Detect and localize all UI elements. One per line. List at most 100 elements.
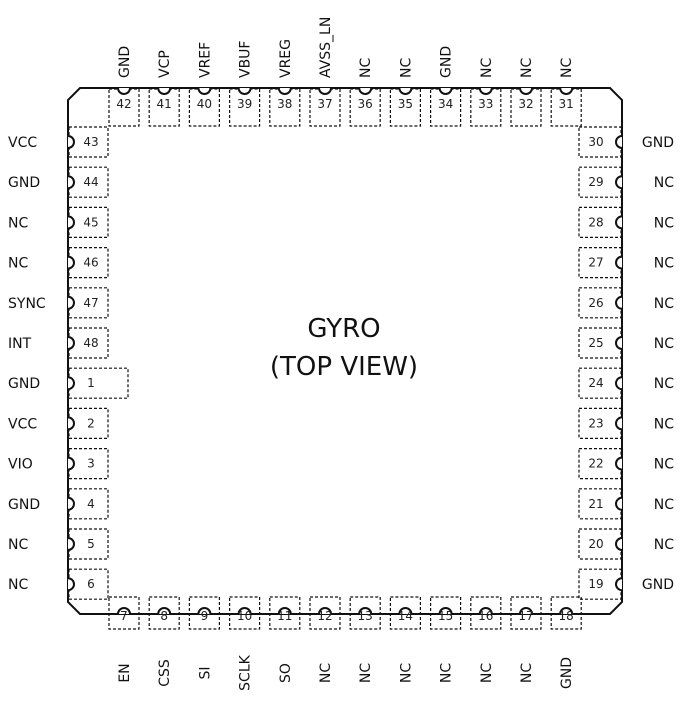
pin-label: GND [117, 46, 133, 78]
pin-number: 5 [87, 537, 95, 551]
pin-label: NC [8, 256, 28, 272]
pin-number: 48 [83, 336, 98, 350]
chip-subtitle: (TOP VIEW) [270, 352, 418, 382]
pin-label: GND [642, 577, 674, 593]
pin-13-pad [349, 596, 381, 630]
pin-12-notch [318, 607, 332, 615]
pin-40-notch [197, 87, 212, 95]
pin-number: 17 [518, 609, 533, 623]
pin-8-pad [148, 596, 180, 630]
pin-9-notch [197, 607, 212, 615]
package-outline [67, 87, 623, 615]
pin-20-notch [615, 537, 623, 551]
pin-number: 16 [478, 609, 493, 623]
pin-label: VCP [157, 50, 173, 78]
pin-16-notch [478, 607, 493, 615]
pin-label: VREF [197, 42, 213, 78]
pin-label: NC [654, 497, 674, 513]
pin-2-notch [67, 416, 75, 431]
pin-number: 47 [83, 296, 98, 310]
pin-number: 31 [559, 97, 574, 111]
pin-label: NC [519, 58, 535, 78]
pin-number: 36 [358, 97, 373, 111]
pin-label: NC [358, 58, 374, 78]
pin-label: NC [318, 663, 334, 683]
pin-number: 21 [588, 497, 603, 511]
pin-label: NC [439, 663, 455, 683]
pin-label: NC [654, 336, 674, 352]
pin-label: GND [559, 657, 575, 689]
pin-24-notch [615, 376, 623, 391]
pin-label: NC [8, 577, 28, 593]
pin-18-pad [550, 596, 582, 630]
pin-number: 2 [87, 416, 95, 430]
pin-label: NC [654, 416, 674, 432]
pin-label: NC [358, 663, 374, 683]
pin-label: NC [559, 58, 575, 78]
pin-number: 43 [83, 135, 98, 149]
pin-number: 44 [83, 175, 98, 189]
pin-17-notch [519, 607, 533, 615]
pin-number: 33 [478, 97, 493, 111]
pin-label: SCLK [238, 654, 254, 690]
pin-number: 11 [277, 609, 292, 623]
pin-label: SI [197, 666, 213, 679]
pin-label: VIO [8, 457, 33, 473]
pin-34-notch [438, 87, 453, 95]
pin-label: VBUF [238, 41, 254, 78]
pin-7-notch [117, 607, 131, 615]
pin-number: 38 [277, 97, 292, 111]
pin-10-notch [237, 607, 252, 615]
pin-label: NC [398, 663, 414, 683]
pin-18-notch [559, 607, 574, 615]
pin-37-notch [318, 87, 332, 95]
pin-label: NC [654, 457, 674, 473]
pin-14-pad [389, 596, 421, 630]
pin-number: 45 [83, 215, 98, 229]
pin-36-notch [358, 87, 373, 95]
pin-label: NC [654, 256, 674, 272]
pin-number: 22 [588, 457, 603, 471]
pin-42-notch [117, 87, 131, 95]
pin-46-notch [67, 255, 75, 270]
pin-number: 18 [559, 609, 574, 623]
pin-number: 29 [588, 175, 603, 189]
pin-30-notch [615, 135, 623, 149]
pin-number: 19 [588, 577, 603, 591]
pin-38-notch [277, 87, 292, 95]
pin-number: 20 [588, 537, 603, 551]
pin-label: NC [479, 58, 495, 78]
pin-25-notch [615, 336, 623, 350]
pin-number: 3 [87, 457, 95, 471]
pin-label: NC [8, 215, 28, 231]
pin-number: 37 [317, 97, 332, 111]
pin-4-notch [67, 496, 75, 511]
pin-label: NC [519, 663, 535, 683]
pin-number: 41 [157, 97, 172, 111]
pin-label: AVSS_LN [318, 17, 334, 78]
pin-19-notch [615, 577, 623, 592]
pin-label: NC [8, 537, 28, 553]
pin-41-notch [157, 87, 172, 95]
pin-number: 12 [317, 609, 332, 623]
pin-number: 26 [588, 296, 603, 310]
pin-label: GND [642, 135, 674, 151]
pin-15-notch [438, 607, 453, 615]
pin-label: GND [8, 376, 40, 392]
pin-label: NC [654, 175, 674, 191]
pin-number: 6 [87, 577, 95, 591]
pin-label: SO [278, 663, 294, 683]
pin-number: 23 [588, 416, 603, 430]
pin-10-pad [229, 596, 261, 630]
pin-label: VREG [278, 39, 294, 78]
pin-number: 13 [358, 609, 373, 623]
pin-number: 39 [237, 97, 252, 111]
pin-27-notch [615, 255, 623, 270]
pin-11-notch [277, 607, 292, 615]
pin-number: 42 [116, 97, 131, 111]
pin-label: CSS [157, 659, 173, 687]
pin-26-notch [615, 295, 623, 310]
pin-number: 27 [588, 256, 603, 270]
pin-47-notch [67, 295, 75, 310]
